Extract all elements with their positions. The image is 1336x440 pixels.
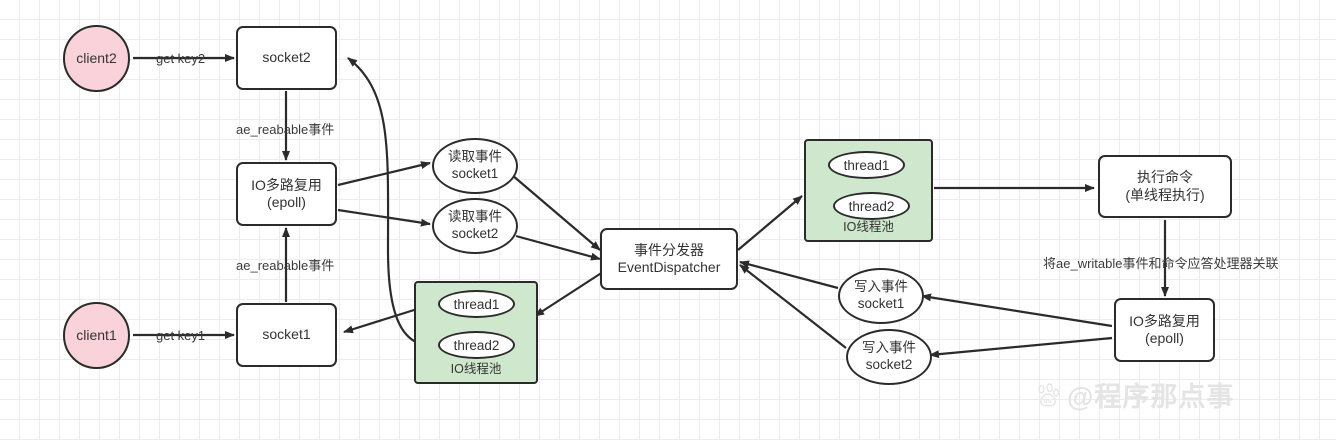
node-epoll-right[interactable]: IO多路复用 (epoll): [1114, 298, 1215, 362]
node-client2-label: client2: [76, 49, 117, 66]
edge-label-ae-readable-bottom: ae_reabable事件: [236, 255, 334, 274]
edge-write1-dispatcher: [739, 260, 839, 290]
baidu-paw-icon: du: [1035, 382, 1061, 408]
node-write-event-socket2-line1: 写入事件: [862, 340, 916, 356]
edge-label-get-key1: get key1: [156, 328, 205, 343]
edge-label-get-key2-text: get key2: [156, 51, 206, 66]
node-exec-command-line2: (单线程执行): [1125, 186, 1205, 203]
watermark-text: @程序那点事: [1067, 382, 1235, 412]
edge-epoll-right-write1: [921, 293, 1113, 328]
pool-left-thread2-label: thread2: [453, 337, 500, 353]
watermark: du @程序那点事: [1035, 375, 1234, 414]
node-socket1[interactable]: socket1: [236, 303, 337, 367]
edge-label-get-key2: get key2: [156, 51, 205, 66]
edge-label-associate-writable-text: 将ae_writable事件和命令应答处理器关联: [1043, 256, 1279, 271]
node-write-event-socket2-line2: socket2: [865, 357, 913, 372]
node-event-dispatcher-line2: EventDispatcher: [617, 259, 721, 275]
io-thread-pool-left-label: IO线程池: [450, 362, 502, 377]
node-epoll-right-line2: (epoll): [1145, 330, 1184, 346]
node-read-event-socket2-line1: 读取事件: [448, 209, 502, 225]
io-thread-pool-right-label: IO线程池: [843, 220, 894, 235]
node-read-event-socket1[interactable]: 读取事件 socket1: [432, 138, 518, 194]
node-read-event-socket2-line2: socket2: [451, 226, 499, 241]
node-socket1-label: socket1: [262, 326, 311, 343]
edge-label-get-key1-text: get key1: [156, 328, 206, 343]
svg-text:du: du: [1044, 399, 1053, 405]
edge-label-ae-readable-bottom-text: ae_reabable事件: [236, 258, 335, 273]
io-thread-pool-right[interactable]: IO线程池: [804, 139, 933, 242]
pool-right-thread2-label: thread2: [848, 198, 895, 214]
edge-read1-dispatcher: [511, 174, 601, 251]
node-epoll-right-line1: IO多路复用: [1129, 312, 1200, 329]
pool-right-thread1-label: thread1: [843, 157, 890, 173]
node-client1[interactable]: client1: [63, 302, 130, 369]
node-client1-label: client1: [76, 326, 117, 343]
edge-read2-dispatcher: [515, 234, 601, 261]
edge-label-associate-writable: 将ae_writable事件和命令应答处理器关联: [1043, 253, 1279, 272]
node-read-event-socket1-line1: 读取事件: [448, 149, 502, 165]
edge-label-ae-readable-top-text: ae_reabable事件: [236, 122, 335, 137]
node-write-event-socket1-line2: socket1: [857, 296, 905, 311]
edge-dispatcher-pool-left: [534, 269, 607, 317]
node-write-event-socket2[interactable]: 写入事件 socket2: [846, 329, 932, 385]
pool-right-thread2[interactable]: thread2: [833, 192, 910, 220]
edge-dispatcher-pool-right: [737, 195, 803, 251]
edge-write2-dispatcher: [739, 264, 847, 349]
node-exec-command[interactable]: 执行命令 (单线程执行): [1098, 155, 1232, 218]
node-write-event-socket1-line1: 写入事件: [854, 279, 908, 295]
node-read-event-socket2[interactable]: 读取事件 socket2: [432, 198, 518, 254]
node-exec-command-line1: 执行命令: [1137, 169, 1193, 185]
node-epoll-left-line1: IO多路复用: [251, 176, 322, 193]
node-write-event-socket1[interactable]: 写入事件 socket1: [838, 268, 924, 324]
pool-right-thread1[interactable]: thread1: [828, 151, 905, 179]
node-event-dispatcher[interactable]: 事件分发器 EventDispatcher: [600, 228, 738, 290]
node-client2[interactable]: client2: [63, 25, 130, 92]
pool-left-thread2[interactable]: thread2: [438, 331, 515, 359]
pool-left-thread1-label: thread1: [453, 296, 500, 312]
edge-epoll-right-write2: [929, 336, 1113, 359]
edge-label-ae-readable-top: ae_reabable事件: [236, 119, 334, 138]
node-read-event-socket1-line2: socket1: [451, 166, 499, 181]
node-epoll-left-line2: (epoll): [267, 194, 306, 210]
node-event-dispatcher-line1: 事件分发器: [634, 241, 704, 258]
node-socket2-label: socket2: [262, 49, 311, 66]
node-socket2[interactable]: socket2: [236, 26, 337, 90]
pool-left-thread1[interactable]: thread1: [438, 290, 515, 318]
node-epoll-left[interactable]: IO多路复用 (epoll): [236, 162, 337, 226]
edge-epoll-read1: [337, 161, 431, 187]
edge-epoll-read2: [337, 208, 431, 227]
